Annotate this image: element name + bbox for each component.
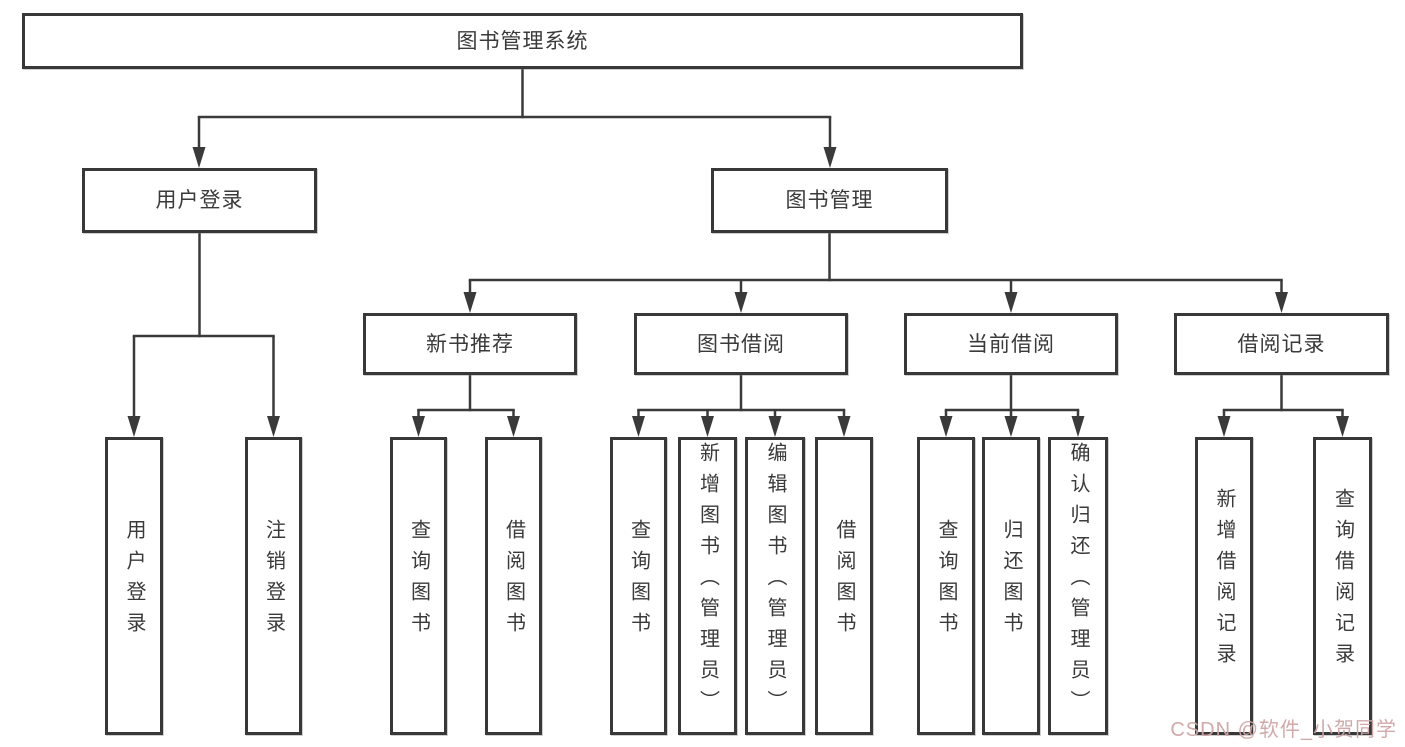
leaf-query-book-1-label: 查询图书 bbox=[407, 519, 430, 643]
leaf-query-borrow-record: 查询借阅记录 bbox=[1313, 437, 1372, 735]
arrowhead bbox=[507, 416, 520, 437]
leaf-query-book-3: 查询图书 bbox=[917, 437, 975, 735]
arrowhead bbox=[1004, 416, 1018, 437]
leaf-add-book-admin-label: 新增图书（管理员） bbox=[696, 441, 719, 721]
leaf-confirm-return-admin-label: 确认归还（管理员） bbox=[1067, 441, 1089, 721]
leaf-add-book-admin: 新增图书（管理员） bbox=[678, 437, 737, 735]
arrowhead bbox=[734, 292, 748, 313]
arrowhead bbox=[192, 147, 206, 168]
leaf-return-book: 归还图书 bbox=[982, 437, 1040, 735]
leaf-borrow-book-2: 借阅图书 bbox=[815, 437, 873, 735]
leaf-query-borrow-record-label: 查询借阅记录 bbox=[1331, 488, 1354, 674]
leaf-query-book-3-label: 查询图书 bbox=[935, 519, 957, 643]
node-current-borrow: 当前借阅 bbox=[904, 313, 1118, 375]
leaf-edit-book-admin: 编辑图书（管理员） bbox=[745, 437, 805, 735]
leaf-query-book-2-label: 查询图书 bbox=[627, 519, 650, 643]
node-new-book-recommend: 新书推荐 bbox=[363, 313, 577, 375]
leaf-query-book-1: 查询图书 bbox=[390, 437, 447, 735]
arrowhead bbox=[701, 416, 714, 437]
node-book-management: 图书管理 bbox=[711, 168, 948, 233]
arrowhead bbox=[1275, 292, 1288, 313]
connector-book-borrow-children bbox=[632, 373, 851, 437]
leaf-query-book-2: 查询图书 bbox=[610, 437, 667, 735]
node-borrow-record-label: 借阅记录 bbox=[1237, 332, 1326, 356]
leaf-confirm-return-admin: 确认归还（管理员） bbox=[1048, 437, 1108, 735]
leaf-borrow-book-1-label: 借阅图书 bbox=[502, 519, 525, 643]
arrowhead bbox=[768, 416, 782, 437]
connector-new-book-children bbox=[412, 373, 520, 437]
arrowhead bbox=[837, 416, 851, 437]
arrowhead bbox=[463, 292, 477, 313]
node-root-label: 图书管理系统 bbox=[456, 29, 589, 53]
leaf-borrow-book-1: 借阅图书 bbox=[485, 437, 542, 735]
arrowhead bbox=[1217, 416, 1231, 437]
leaf-logout: 注销登录 bbox=[245, 437, 302, 735]
connector-root-to-level2 bbox=[192, 67, 837, 168]
arrowhead bbox=[127, 416, 141, 437]
leaf-user-login: 用户登录 bbox=[105, 437, 163, 735]
leaf-logout-label: 注销登录 bbox=[262, 519, 285, 643]
leaf-return-book-label: 归还图书 bbox=[1000, 519, 1022, 643]
node-user-login-label: 用户登录 bbox=[155, 189, 244, 212]
leaf-borrow-book-2-label: 借阅图书 bbox=[833, 519, 855, 643]
arrowhead bbox=[1004, 292, 1018, 313]
arrowhead bbox=[1071, 416, 1085, 437]
connector-book-mgmt-to-level3 bbox=[463, 231, 1288, 313]
node-book-borrow-label: 图书借阅 bbox=[697, 332, 785, 356]
node-book-management-label: 图书管理 bbox=[785, 189, 874, 212]
connector-borrow-record-children bbox=[1217, 373, 1349, 437]
node-user-login: 用户登录 bbox=[82, 168, 317, 233]
node-borrow-record: 借阅记录 bbox=[1174, 313, 1389, 375]
leaf-edit-book-admin-label: 编辑图书（管理员） bbox=[764, 441, 786, 721]
node-new-book-recommend-label: 新书推荐 bbox=[426, 332, 514, 356]
arrowhead bbox=[823, 147, 837, 168]
arrowhead bbox=[267, 416, 280, 437]
connector-user-login-children bbox=[127, 231, 280, 437]
node-root: 图书管理系统 bbox=[22, 13, 1023, 69]
arrowhead bbox=[939, 416, 953, 437]
leaf-add-borrow-record-label: 新增借阅记录 bbox=[1213, 488, 1235, 674]
leaf-add-borrow-record: 新增借阅记录 bbox=[1195, 437, 1253, 735]
connector-current-borrow-children bbox=[939, 373, 1085, 437]
leaf-user-login-label: 用户登录 bbox=[123, 519, 145, 643]
arrowhead bbox=[412, 416, 425, 437]
node-book-borrow: 图书借阅 bbox=[634, 313, 848, 375]
arrowhead bbox=[1336, 416, 1349, 437]
node-current-borrow-label: 当前借阅 bbox=[967, 332, 1055, 356]
arrowhead bbox=[632, 416, 645, 437]
